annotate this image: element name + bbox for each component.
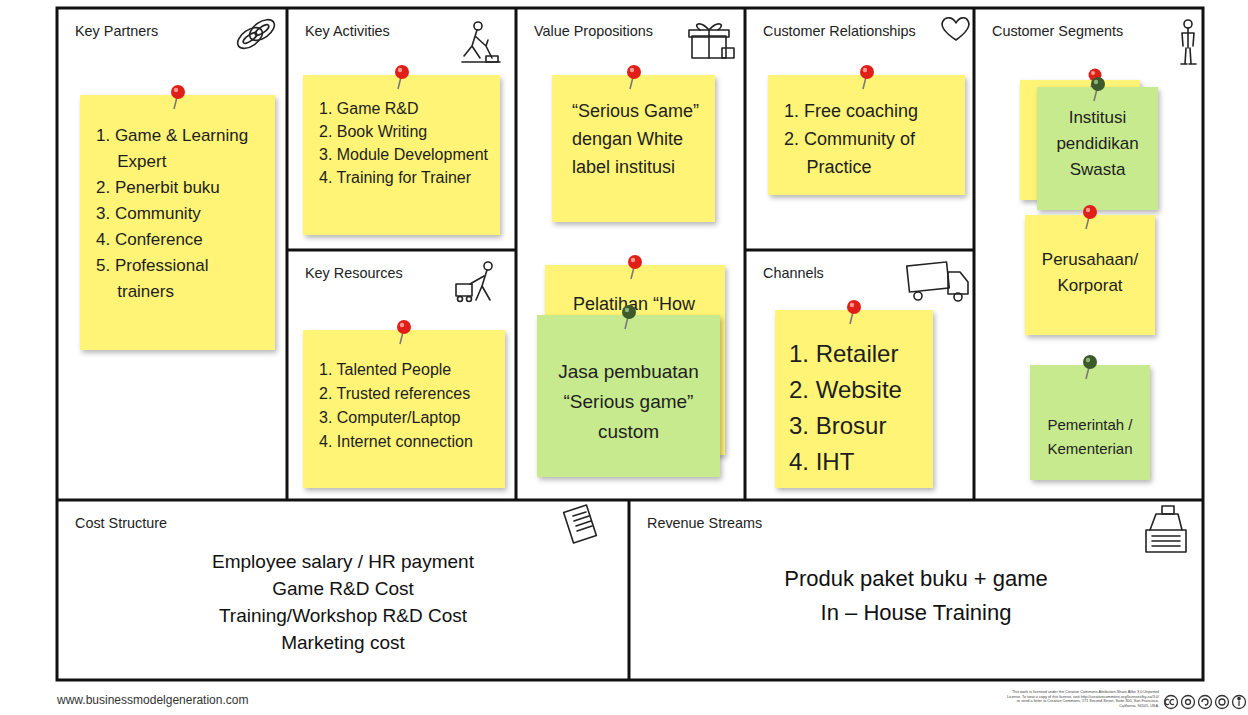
chain-icon <box>234 15 278 52</box>
note-body: 1. Game & Learning Expert2. Penerbit buk… <box>96 123 265 305</box>
note-text: 2. Website <box>789 372 925 408</box>
push-pin <box>841 298 867 328</box>
note-body: 1. Game R&D2. Book Writing3. Module Deve… <box>319 97 492 189</box>
footer-url: www.businessmodelgeneration.com <box>57 693 357 707</box>
canvas-block: Key Resources1. Talented People2. Truste… <box>287 250 516 500</box>
note-text: 3. Computer/Laptop <box>319 406 497 430</box>
license-icons <box>1165 696 1246 709</box>
push-pin <box>165 83 191 113</box>
note-text: Produk paket buku + game <box>629 562 1203 596</box>
block-heading: Customer Segments <box>992 23 1221 39</box>
push-pin <box>1077 353 1103 383</box>
block-heading: Key Activities <box>305 23 534 39</box>
push-pin <box>391 318 417 348</box>
note-text: Game R&D Cost <box>57 575 629 602</box>
note-body: Pelatihan “How <box>573 291 717 317</box>
license-note: This work is licensed under the Creative… <box>1005 690 1159 708</box>
note-text: 3. Module Development <box>319 143 492 166</box>
canvas-block: Cost StructureEmployee salary / HR payme… <box>57 500 629 680</box>
note-body: 1. Free coaching2. Community of Practice <box>784 97 957 181</box>
block-heading: Revenue Streams <box>647 515 1221 531</box>
note-text: 3. Brosur <box>789 408 925 444</box>
worker-icon <box>462 22 500 62</box>
worker-cart-icon <box>456 262 492 302</box>
sticky-note: Jasa pembuatan “Serious game” custom <box>537 315 720 477</box>
truck-icon <box>907 262 968 301</box>
sticky-note: 1. Free coaching2. Community of Practice <box>768 75 965 195</box>
note-text: Training/Workshop R&D Cost <box>57 602 629 629</box>
sticky-note: 1. Talented People2. Trusted references3… <box>303 330 505 488</box>
note-text: 4. IHT <box>789 444 925 480</box>
footer-band <box>0 680 1248 715</box>
note-text: Marketing cost <box>57 629 629 656</box>
sticky-note: 1. Game & Learning Expert2. Penerbit buk… <box>80 95 275 350</box>
document-icon <box>564 505 597 543</box>
block-heading: Channels <box>763 265 992 281</box>
block-heading: Key Resources <box>305 265 534 281</box>
note-body: Institusi pendidikan Swasta <box>1043 105 1152 183</box>
push-pin <box>854 63 880 93</box>
push-pin <box>621 63 647 93</box>
note-text: Pemerintah / Kementerian <box>1036 413 1144 461</box>
note-text: 2. Penerbit buku <box>96 175 265 201</box>
note-text: “Serious Game” dengan White label instit… <box>572 97 707 181</box>
note-body: 1. Talented People2. Trusted references3… <box>319 358 497 454</box>
block-body: Employee salary / HR paymentGame R&D Cos… <box>57 548 629 656</box>
sticky-note: 1. Retailer2. Website3. Brosur4. IHT <box>775 310 933 488</box>
canvas-block: Customer Relationships1. Free coaching2.… <box>745 8 974 250</box>
sticky-note: Institusi pendidikan Swasta <box>1037 87 1158 210</box>
note-body: Jasa pembuatan “Serious game” custom <box>545 357 712 447</box>
note-body: “Serious Game” dengan White label instit… <box>572 97 707 181</box>
note-text: 1. Game & Learning Expert <box>96 123 265 175</box>
note-text: 1. Free coaching <box>784 97 957 125</box>
note-text: Jasa pembuatan “Serious game” custom <box>545 357 712 447</box>
note-body: Perusahaan/ Korporat <box>1031 247 1149 299</box>
push-pin <box>389 63 415 93</box>
sticky-note: “Serious Game” dengan White label instit… <box>552 75 715 222</box>
note-text: 1. Game R&D <box>319 97 492 120</box>
canvas-block: Revenue StreamsProduk paket buku + gameI… <box>629 500 1203 680</box>
note-text: 1. Talented People <box>319 358 497 382</box>
note-body: 1. Retailer2. Website3. Brosur4. IHT <box>789 336 925 480</box>
note-text: 2. Trusted references <box>319 382 497 406</box>
canvas-block: Customer SegmentsInstitusi pendidikan Sw… <box>974 8 1203 500</box>
block-heading: Key Partners <box>75 23 305 39</box>
sticky-note: Pemerintah / Kementerian <box>1030 365 1150 480</box>
canvas-block: Key Partners1. Game & Learning Expert2. … <box>57 8 287 500</box>
canvas-grid <box>57 8 1203 680</box>
block-heading: Cost Structure <box>75 515 647 531</box>
push-pin <box>1085 75 1111 105</box>
block-heading: Value Propositions <box>534 23 763 39</box>
canvas-block: Key Activities1. Game R&D2. Book Writing… <box>287 8 516 250</box>
gift-icon <box>689 24 734 58</box>
note-text: 1. Retailer <box>789 336 925 372</box>
note-body: Pemerintah / Kementerian <box>1036 413 1144 461</box>
push-pin <box>1077 203 1103 233</box>
note-text: Pelatihan “How <box>573 291 717 317</box>
block-heading: Customer Relationships <box>763 23 992 39</box>
note-text: 2. Book Writing <box>319 120 492 143</box>
note-text: 3. Community <box>96 201 265 227</box>
push-pin <box>622 253 648 283</box>
heart-icon <box>942 18 969 40</box>
note-text: 4. Training for Trainer <box>319 166 492 189</box>
note-text: In – House Training <box>629 596 1203 630</box>
cash-register-icon <box>1146 506 1186 552</box>
canvas-block: Channels1. Retailer2. Website3. Brosur4.… <box>745 250 974 500</box>
note-text: 4. Conference <box>96 227 265 253</box>
canvas-block: Value Propositions“Serious Game” dengan … <box>516 8 745 500</box>
person-icon <box>1181 20 1196 64</box>
note-text: Perusahaan/ Korporat <box>1031 247 1149 299</box>
note-text: Employee salary / HR payment <box>57 548 629 575</box>
push-pin <box>616 303 642 333</box>
block-body: Produk paket buku + gameIn – House Train… <box>629 562 1203 630</box>
sticky-note: Perusahaan/ Korporat <box>1025 215 1155 335</box>
sticky-note: 1. Game R&D2. Book Writing3. Module Deve… <box>303 75 500 235</box>
note-text: 2. Community of Practice <box>784 125 957 181</box>
note-text: 4. Internet connection <box>319 430 497 454</box>
note-text: 5. Professional trainers <box>96 253 265 305</box>
note-text: Institusi pendidikan Swasta <box>1043 105 1152 183</box>
